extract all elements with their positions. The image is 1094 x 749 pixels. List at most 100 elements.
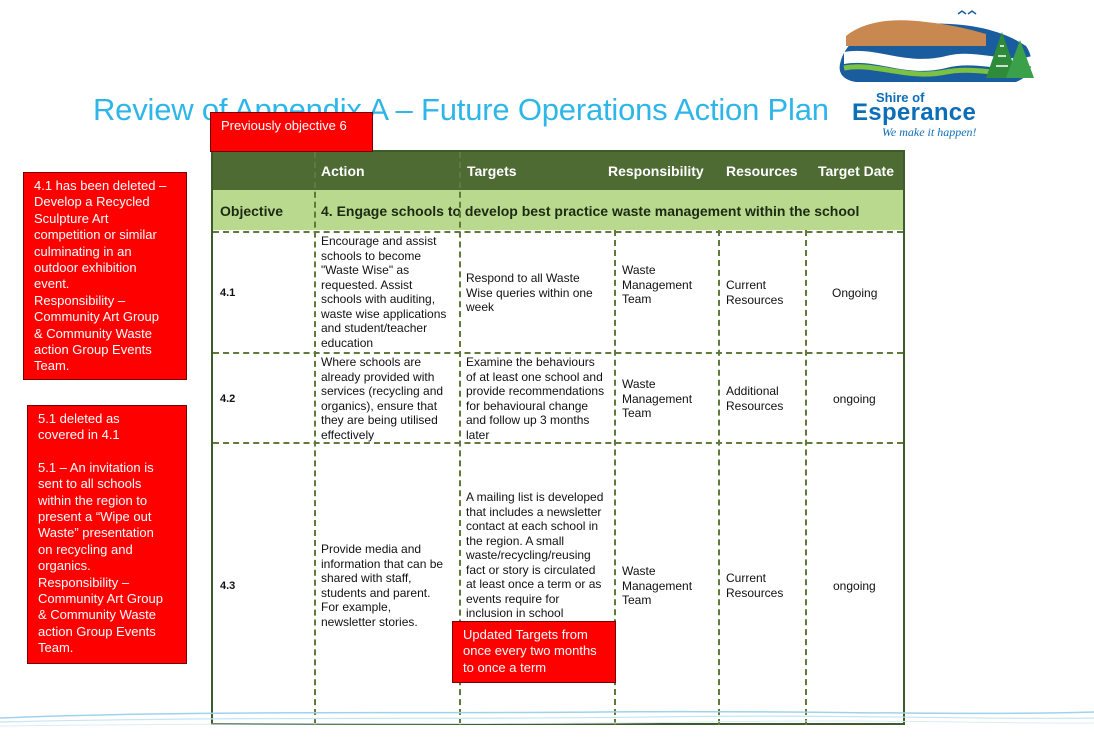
text-line: Current: [726, 278, 767, 292]
logo-name-text: Esperance: [852, 99, 977, 126]
text-line: Respond to all Waste: [466, 271, 580, 285]
note-line: 4.1 has been deleted –: [34, 178, 167, 193]
note-line: Community Art Group: [34, 309, 159, 325]
note-line: Responsibility –: [38, 574, 130, 590]
note-line: Team.: [34, 358, 70, 374]
row-4-1-resources: Current Resources: [726, 278, 783, 307]
text-line: at least once a term or as: [466, 577, 602, 591]
text-line: organics), ensure that: [321, 398, 438, 413]
row-id-4-1: 4.1: [220, 287, 236, 299]
note-line: covered in 4.1: [38, 427, 120, 443]
text-line: information that can be: [321, 556, 444, 571]
col-header-responsibility: Responsibility: [608, 163, 704, 179]
row-4-2-resources: Additional Resources: [726, 384, 783, 413]
row-4-3-resources: Current Resources: [726, 571, 783, 600]
objective-row: Objective 4. Engage schools to develop b…: [213, 190, 903, 230]
text-line: waste wise applications: [321, 306, 447, 321]
col-header-target-date: Target Date: [818, 163, 894, 179]
note-4-1-deleted: 4.1 has been deleted – Develop a Recycle…: [23, 172, 187, 380]
text-line: the region. A small: [466, 533, 565, 548]
text-line: and student/teacher: [321, 321, 428, 335]
text-line: Waste: [622, 263, 656, 277]
column-divider: [314, 152, 316, 725]
text-line: newsletter stories.: [321, 614, 418, 629]
col-header-targets: Targets: [467, 163, 517, 179]
note-line: event.: [34, 276, 70, 292]
logo-tagline: We make it happen!: [882, 125, 977, 139]
text-line: Team: [622, 406, 652, 420]
text-line: requested. Assist: [321, 277, 413, 292]
text-line: students and parent.: [321, 585, 431, 600]
text-line: fact or story is circulated: [466, 562, 596, 577]
note-5-1-deleted: 5.1 deleted as covered in 4.1 5.1 – An i…: [27, 405, 187, 664]
text-line: Where schools are: [321, 355, 422, 369]
note-line: Sculpture Art: [34, 210, 109, 226]
text-line: Waste: [622, 564, 656, 578]
text-line: services (recycling and: [321, 384, 444, 398]
text-line: schools with auditing,: [321, 292, 436, 306]
text-line: Examine the behaviours: [466, 355, 595, 369]
shire-logo-icon: [839, 10, 1034, 82]
row-4-2-targets: Examine the behaviours of at least one s…: [466, 355, 604, 442]
text-line: Additional: [726, 384, 779, 398]
note-line: present a “Wipe out: [38, 509, 152, 525]
col-header-action: Action: [321, 163, 365, 179]
text-line: shared with staff,: [321, 571, 412, 585]
note-line: Responsibility –: [34, 292, 126, 308]
text-line: week: [466, 300, 495, 314]
objective-text: 4. Engage schools to develop best practi…: [321, 203, 860, 219]
text-line: for behavioural change: [466, 398, 589, 413]
text-line: Management: [622, 391, 693, 406]
text-line: Encourage and assist: [321, 234, 437, 248]
text-line: Resources: [726, 292, 784, 307]
note-line: sent to all schools: [38, 476, 142, 492]
text-line: provide recommendations: [466, 384, 605, 398]
text-line: effectively: [321, 427, 375, 442]
note-updated-targets: Updated Targets from once every two mont…: [452, 621, 616, 683]
text-line: of at least one school and: [466, 369, 603, 384]
row-4-3-responsibility: Waste Management Team: [622, 564, 692, 608]
note-line: to once a term: [463, 659, 547, 675]
text-line: Resources: [726, 585, 784, 600]
decorative-wave: [0, 710, 1094, 727]
row-4-1-action: Encourage and assist schools to become "…: [321, 234, 446, 350]
note-line: Updated Targets from: [463, 627, 588, 642]
note-line: organics.: [38, 558, 91, 574]
logo-shire-text: Shire of: [876, 90, 925, 105]
text-line: waste/recycling/reusing: [466, 548, 591, 562]
text-line: education: [321, 335, 374, 350]
row-4-1-responsibility: Waste Management Team: [622, 263, 692, 307]
column-divider: [459, 152, 461, 725]
note-line: Develop a Recycled: [34, 194, 150, 210]
column-divider: [805, 230, 807, 725]
text-line: and follow up 3 months: [466, 413, 590, 427]
note-line: action Group Events: [38, 623, 156, 639]
note-previous-objective: Previously objective 6: [210, 112, 373, 152]
text-line: Wise queries within one: [466, 285, 593, 300]
text-line: Provide media and: [321, 542, 422, 556]
note-line: & Community Waste: [38, 607, 156, 623]
row-4-2-action: Where schools are already provided with …: [321, 355, 443, 442]
text-line: already provided with: [321, 369, 435, 384]
note-line: 5.1 deleted as: [38, 411, 120, 426]
row-4-3-target-date: ongoing: [833, 579, 876, 593]
note-line: competition or similar: [34, 227, 157, 243]
note-line: culminating in an: [34, 243, 132, 259]
note-line: Community Art Group: [38, 591, 163, 607]
objective-label: Objective: [220, 203, 284, 219]
note-line: action Group Events: [34, 342, 152, 358]
text-line: events require for: [466, 591, 560, 606]
text-line: they are being utilised: [321, 413, 438, 427]
note-line: on recycling and: [38, 541, 133, 557]
row-id-4-3: 4.3: [220, 580, 236, 592]
row-4-3-action: Provide media and information that can b…: [321, 542, 443, 629]
column-divider: [614, 230, 616, 725]
note-line: within the region to: [38, 492, 148, 508]
page-title: Review of Appendix A – Future Operations…: [93, 92, 829, 127]
row-4-2-responsibility: Waste Management Team: [622, 377, 692, 421]
note-line: 5.1 – An invitation is: [38, 459, 154, 475]
row-4-1-targets: Respond to all Waste Wise queries within…: [466, 271, 593, 315]
text-line: later: [466, 427, 490, 442]
note-line: outdoor exhibition: [34, 260, 137, 276]
row-id-4-2: 4.2: [220, 393, 236, 405]
